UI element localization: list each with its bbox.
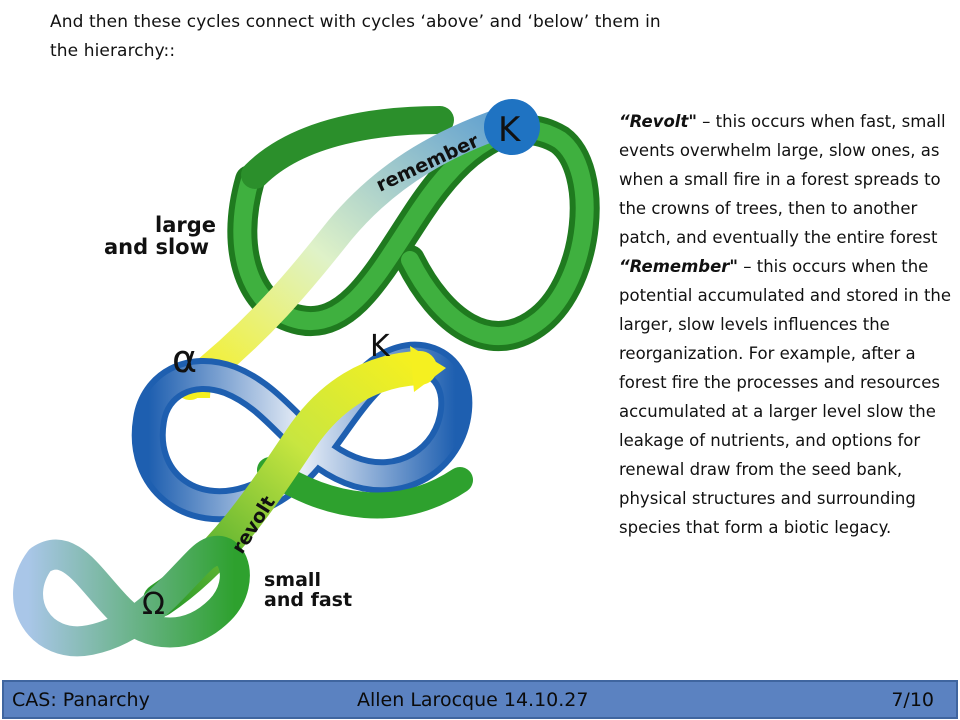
kappa-top-node: K: [484, 99, 540, 155]
footer-course-title: CAS: Panarchy: [12, 689, 150, 711]
kappa-top-label: K: [498, 110, 522, 150]
small-fast-cycle: [13, 535, 250, 657]
panarchy-diagram: K large and slow small and fast remember…: [13, 99, 600, 657]
footer-page-number: 7/10: [891, 689, 934, 711]
large-slow-label-2: and slow: [104, 235, 209, 259]
revolt-description: – this occurs when fast, small events ov…: [619, 112, 946, 247]
revolt-term: “Revolt": [619, 112, 697, 131]
footer-author-date: Allen Larocque 14.10.27: [357, 689, 589, 711]
revolt-paragraph: “Revolt" – this occurs when fast, small …: [619, 107, 955, 252]
small-fast-label-1: small: [264, 569, 321, 591]
remember-description: – this occurs when the potential accumul…: [619, 257, 952, 537]
remember-paragraph: “Remember" – this occurs when the potent…: [619, 252, 955, 542]
large-slow-label-1: large: [155, 213, 216, 237]
heading-line-1: And then these cycles connect with cycle…: [50, 12, 661, 32]
slide-footer: CAS: Panarchy Allen Larocque 14.10.27 7/…: [2, 680, 958, 719]
omega-label: Ω: [142, 587, 165, 622]
kappa-mid-label: K: [370, 329, 391, 364]
alpha-label: α: [172, 337, 197, 381]
slide-heading: And then these cycles connect with cycle…: [50, 8, 770, 66]
remember-term: “Remember": [619, 257, 739, 276]
explanation-text: “Revolt" – this occurs when fast, small …: [619, 107, 955, 542]
heading-line-2: the hierarchy::: [50, 41, 176, 61]
small-fast-label-2: and fast: [264, 589, 352, 611]
